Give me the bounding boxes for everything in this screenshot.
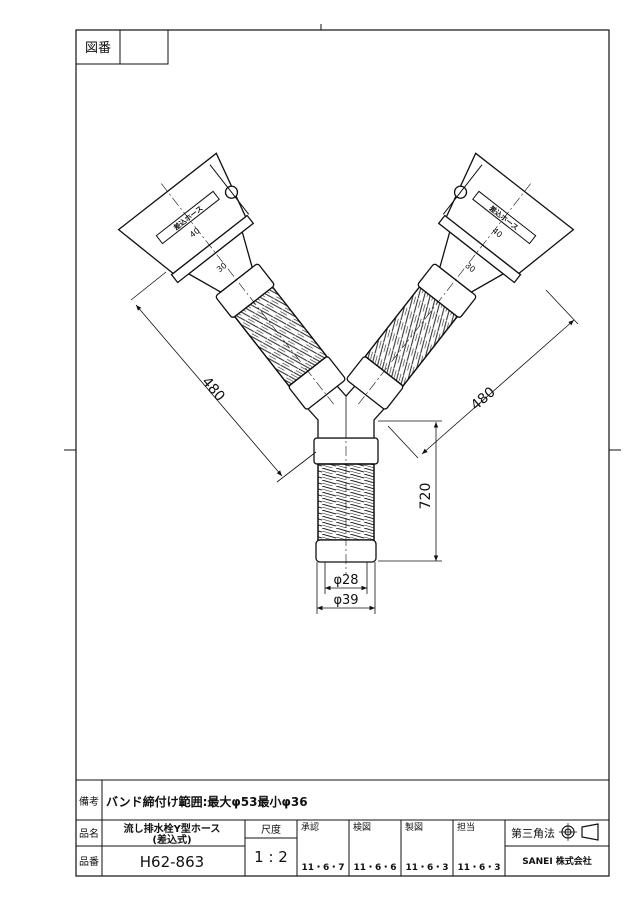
outer-diameter: φ39	[333, 593, 358, 608]
scale-label: 尺度	[261, 823, 281, 836]
dimension-lines	[130, 271, 579, 614]
product-name-line1: 流し排水栓Y型ホース	[124, 822, 221, 835]
approval-label-2: 検図	[353, 821, 371, 833]
right-adapter-funnel	[445, 152, 575, 275]
title-block-text: 備考 バンド締付け範囲:最大φ53最小φ36 品名 流し排水栓Y型ホース (差込…	[79, 794, 599, 873]
drawing-number-box: 図番	[75, 29, 169, 65]
height-dimension: 720	[418, 483, 434, 510]
approval-label-1: 承認	[301, 821, 319, 833]
scale-value: 1 : 2	[254, 848, 288, 866]
part-number: H62-863	[140, 853, 204, 871]
approval-label-3: 製図	[405, 821, 423, 833]
approval-date-2: 11・6・6	[353, 863, 396, 873]
part-number-label: 品番	[79, 856, 99, 868]
remarks-text: バンド締付け範囲:最大φ53最小φ36	[106, 794, 308, 809]
left-adapter-funnel	[117, 152, 247, 275]
drawing-number-label: 図番	[85, 41, 111, 56]
right-arm: 差込ホース 40 30	[346, 152, 575, 410]
projection-label: 第三角法	[511, 826, 555, 840]
centering-marks	[64, 24, 621, 451]
left-arm-length: 480	[198, 374, 228, 405]
bottom-leg	[313, 410, 379, 575]
y-hose-drawing: 差込ホース 40 30 差込ホース 40 30	[117, 152, 575, 575]
remarks-label: 備考	[79, 795, 99, 808]
drawing-frame	[75, 29, 610, 877]
title-block	[76, 779, 609, 876]
approval-date-4: 11・6・3	[457, 863, 500, 873]
name-label: 品名	[79, 827, 99, 840]
product-name-line2: (差込式)	[152, 833, 191, 846]
approval-label-4: 担当	[457, 821, 475, 833]
approval-date-3: 11・6・3	[405, 863, 448, 873]
third-angle-projection-icon	[559, 823, 599, 841]
approval-date-1: 11・6・7	[301, 863, 344, 873]
company-name: SANEI 株式会社	[522, 855, 592, 867]
inner-diameter: φ28	[333, 573, 358, 588]
